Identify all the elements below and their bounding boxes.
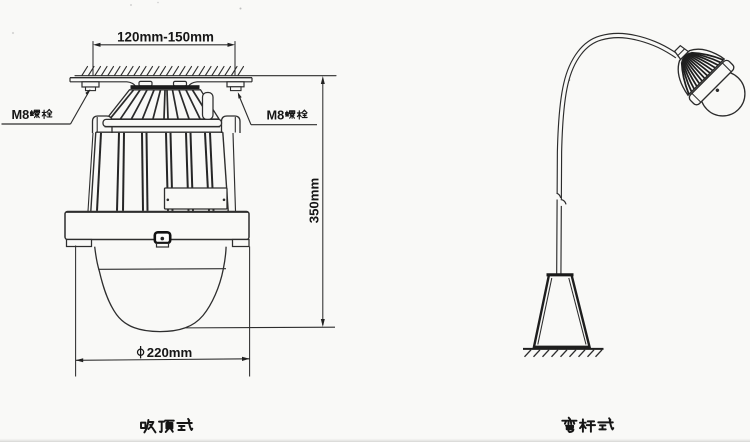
svg-text:M8: M8 <box>12 107 30 122</box>
svg-text:220mm: 220mm <box>147 345 192 360</box>
svg-text:350mm: 350mm <box>306 178 321 223</box>
svg-text:120mm-150mm: 120mm-150mm <box>117 29 214 44</box>
svg-text:M8: M8 <box>267 108 285 123</box>
